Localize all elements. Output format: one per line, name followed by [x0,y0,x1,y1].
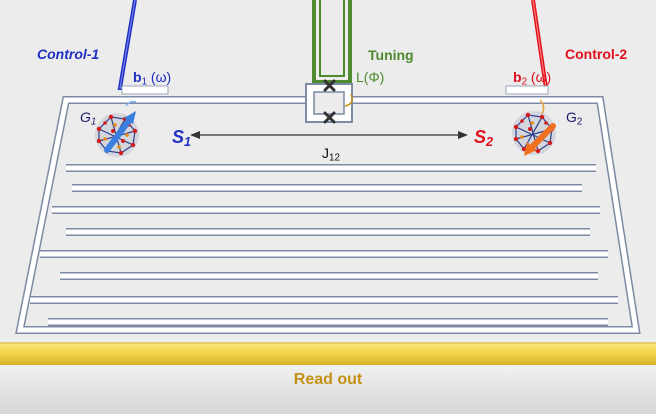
g2-symbol: G [566,109,577,125]
s1-sub: 1 [184,135,192,150]
s2-label: S2 [474,128,493,149]
control1-line [117,0,169,95]
b2-label: b2 (ω) [513,70,551,87]
s2-sub: 2 [486,135,494,150]
g2-sub: 2 [576,116,583,128]
b1-label: b1 (ω) [133,70,171,87]
inductance-label: L(Φ) [356,70,384,84]
s1-symbol: S [172,127,185,147]
j12-label: J12 [322,146,340,163]
s1-label: S1 [172,128,191,149]
b1-symbol: b [133,69,142,85]
blue-spin-arrow-icon [104,100,137,153]
g1-sub: 1 [90,116,97,128]
molecular-cluster-icon [512,111,556,155]
control2-line [505,0,549,95]
b2-symbol: b [513,69,522,85]
b2-sub: 2 [521,76,528,88]
base-strip [0,364,656,414]
flux-arrow-icon [344,93,353,107]
control2-label: Control-2 [565,46,628,62]
inductance-symbol: L [356,69,364,85]
orange-spin-arrow-icon [524,99,556,156]
tuning-label: Tuning [368,47,414,63]
j12-sub: 12 [329,152,340,164]
josephson-junction-cross-icon [323,79,336,124]
inductance-arg: (Φ) [363,69,385,85]
g2-label: G2 [566,110,582,127]
g1-symbol: G [80,109,91,125]
g1-label: G1 [80,110,96,127]
tuning-line [305,0,353,123]
control1-label: Control-1 [37,46,100,62]
readout-label: Read out [293,371,363,388]
b1-sub: 1 [141,76,148,88]
resonator-comb [15,96,641,334]
j12-symbol: J [322,145,329,161]
b1-arg: (ω) [147,69,172,85]
readout-line [0,342,656,365]
b2-arg: (ω) [527,69,552,85]
s2-symbol: S [474,127,487,147]
j12-coupling-arrow [190,131,468,139]
